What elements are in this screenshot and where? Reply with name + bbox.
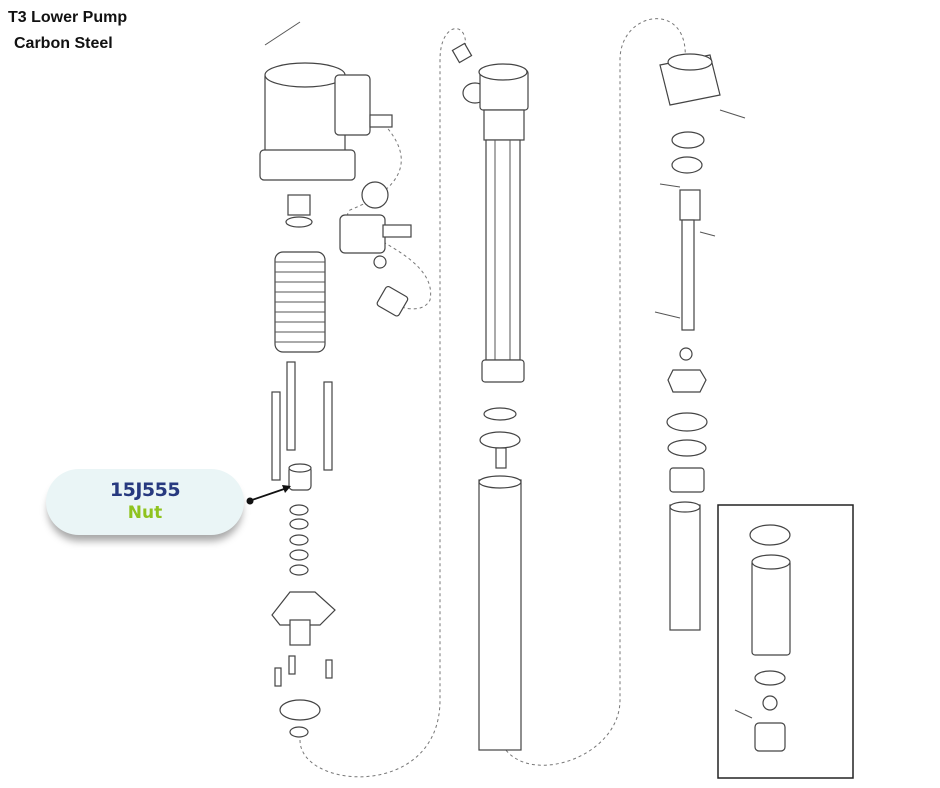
pressure-gauge-assembly (339, 181, 412, 317)
base-housing (271, 591, 336, 738)
part-name: Nut (127, 503, 163, 523)
spring (274, 251, 326, 353)
nut-15j555 (288, 463, 312, 491)
part-number: 15J555 (109, 479, 181, 501)
seal-stack (289, 504, 309, 576)
part-callout: 15J555 Nut (46, 469, 244, 535)
pump-cylinder-assembly (451, 42, 529, 751)
page-title: T3 Lower Pump (8, 9, 128, 26)
inset-box (717, 504, 854, 779)
right-pump-assembly (654, 53, 746, 631)
callout-leader (246, 485, 291, 505)
assembly-path (499, 18, 686, 766)
assembly-path (347, 119, 431, 310)
tie-rods (271, 361, 333, 481)
page-subtitle: Carbon Steel (14, 35, 113, 52)
motor-assembly (259, 21, 393, 228)
